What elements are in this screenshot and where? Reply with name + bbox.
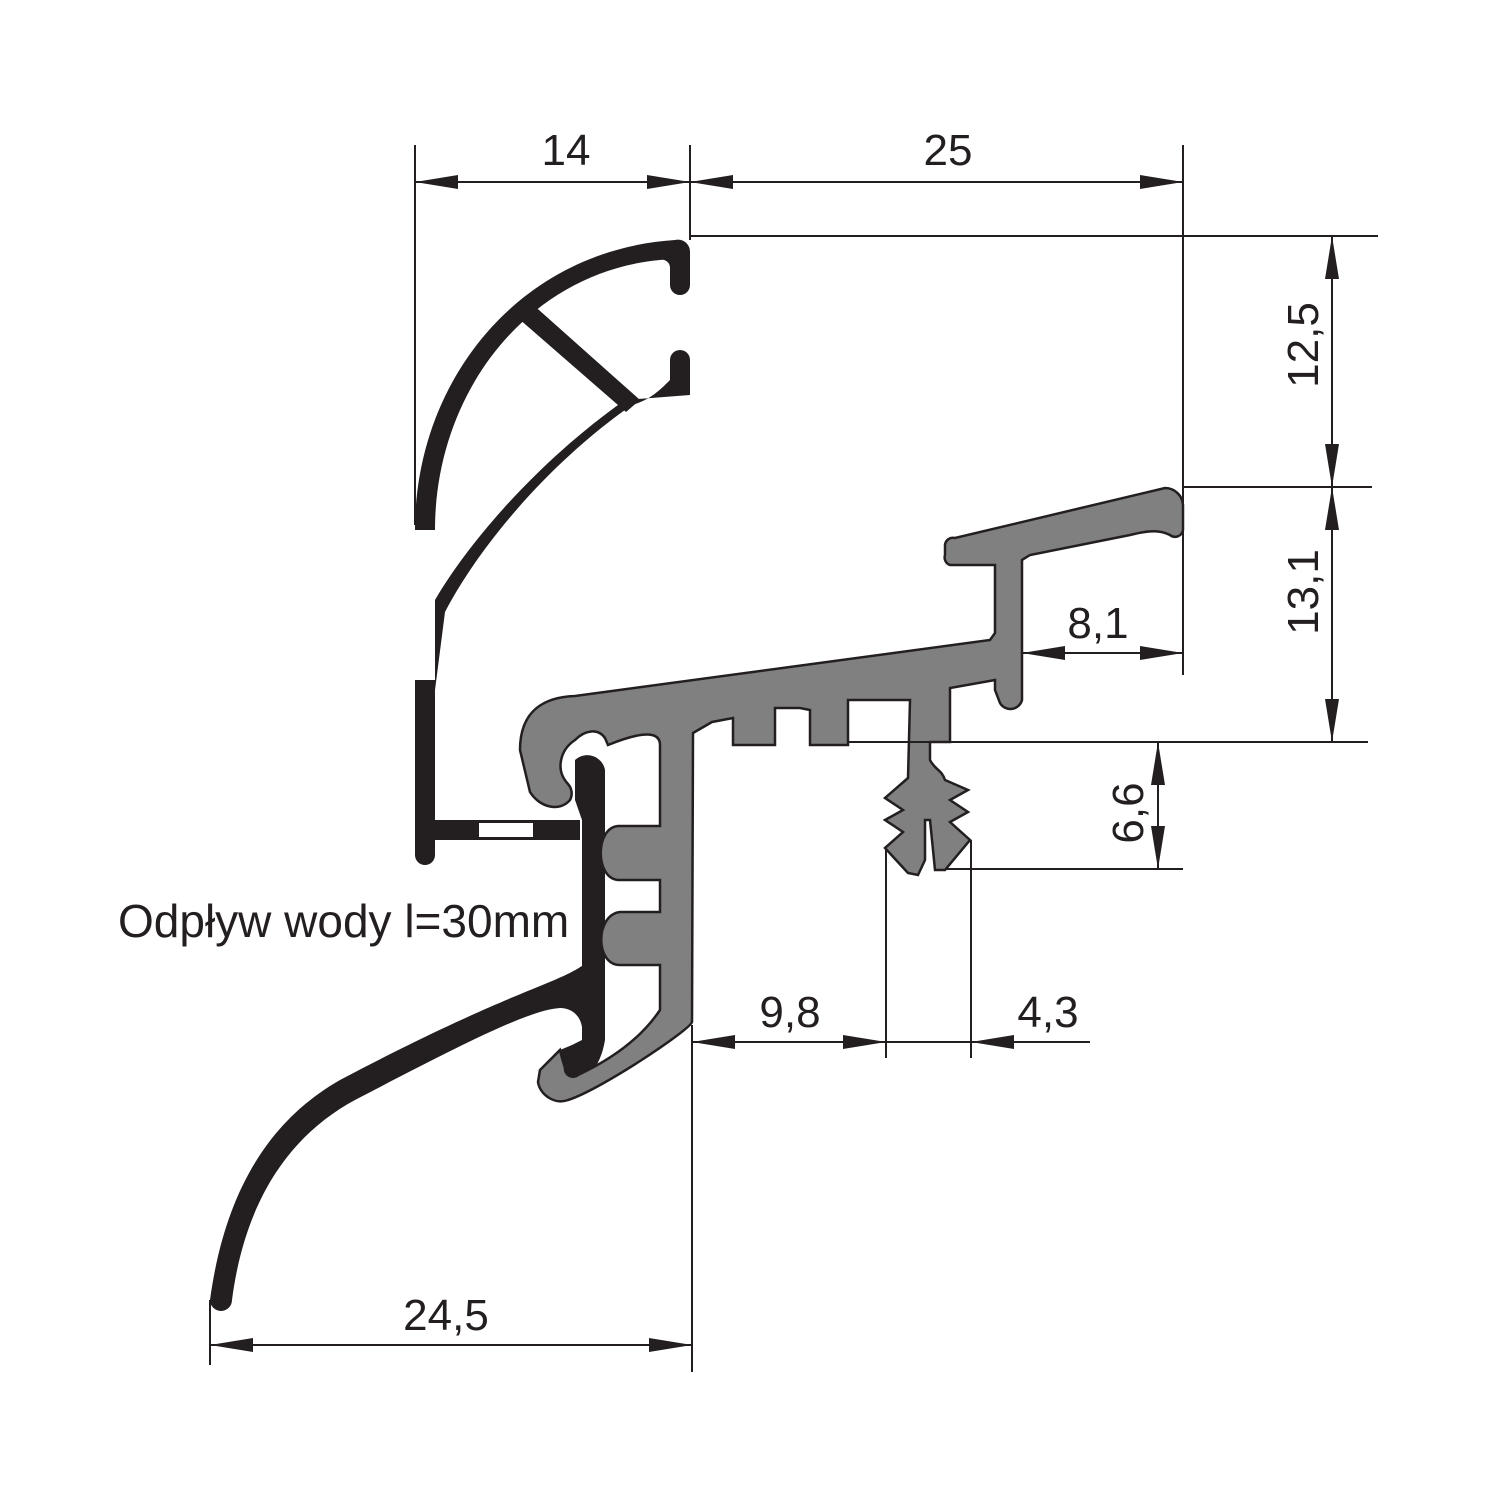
arrow-24-5-left [210,1338,253,1352]
dark-profile-strut [518,302,640,412]
arrow-6-6-bottom [1151,826,1165,869]
gray-insert-profile [518,486,1185,1103]
dim-label-8-1: 8,1 [1067,599,1128,648]
dark-profile-sill [210,940,605,1311]
dim-label-24-5: 24,5 [403,1291,489,1340]
gray-insert-body [518,486,1185,1103]
dark-profile-wall [415,520,580,865]
dim-label-12-5: 12,5 [1279,302,1328,388]
dim-label-4-3: 4,3 [1017,988,1078,1037]
dark-profile-inner-rib [435,350,690,690]
dim-label-9-8: 9,8 [759,988,820,1037]
dimension-labels: 14 25 12,5 13,1 8,1 6,6 9,8 4,3 24,5 Odp… [118,126,1328,1340]
arrow-24-5-right [649,1338,692,1352]
dim-label-25: 25 [924,126,973,175]
dim-label-14: 14 [542,126,591,175]
dimension-lines [209,145,1378,1372]
arrow-13-1-top [1325,487,1339,530]
arrow-14-right [647,175,690,189]
dark-profile-arc [415,239,691,531]
arrow-9-8-right [843,1035,886,1049]
arrow-8-1-right [1140,646,1183,660]
arrow-14-left [415,175,458,189]
arrow-13-1-bottom [1325,699,1339,742]
arrow-4-3-right [971,1035,1014,1049]
arrow-12-5-top [1325,236,1339,279]
water-drain-note: Odpływ wody l=30mm [118,895,569,947]
arrow-25-right [1140,175,1183,189]
dim-label-6-6: 6,6 [1104,782,1153,843]
arrow-12-5-bottom [1325,444,1339,487]
arrow-8-1-left [1022,646,1065,660]
dark-profile [210,239,691,1311]
arrow-6-6-top [1151,742,1165,785]
dim-label-13-1: 13,1 [1279,549,1328,635]
arrow-25-left [690,175,733,189]
drain-slot [477,821,535,839]
arrow-9-8-left [692,1035,735,1049]
